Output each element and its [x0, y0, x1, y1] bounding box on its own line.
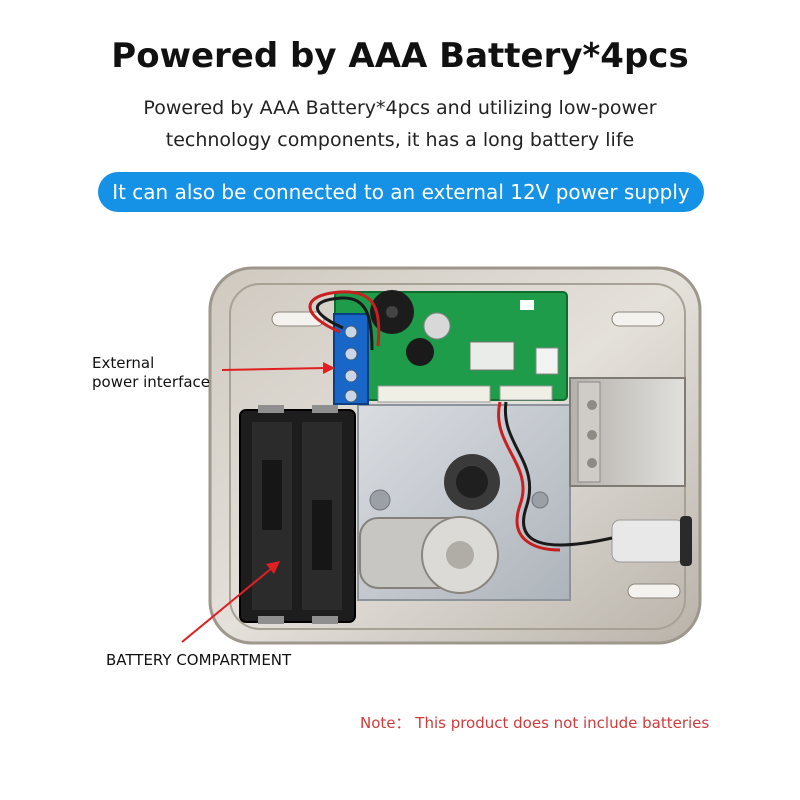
page-title: Powered by AAA Battery*4pcs	[111, 36, 689, 76]
external-power-label-line-1: External	[92, 354, 155, 372]
external-power-arrow	[221, 362, 335, 374]
lock-photo	[181, 266, 702, 645]
batteries-not-included-note: Note： This product does not include batt…	[360, 714, 710, 732]
external-power-label: External power interface	[92, 354, 210, 392]
external-power-label-line-2: power interface	[92, 373, 211, 391]
circuit-board	[334, 290, 568, 403]
wires	[308, 290, 613, 552]
lock-bolt	[569, 377, 686, 487]
description: Powered by AAA Battery*4pcs and utilizin…	[120, 92, 680, 156]
battery-compartment-arrow	[181, 561, 280, 643]
motor	[359, 516, 499, 594]
description-line-1: Powered by AAA Battery*4pcs and utilizin…	[143, 97, 657, 119]
battery-holder	[239, 405, 356, 624]
description-line-2: technology components, it has a long bat…	[165, 129, 635, 151]
terminal-block	[333, 313, 369, 405]
cylinder-connector	[611, 516, 692, 566]
battery-compartment-label: BATTERY COMPARTMENT	[106, 651, 292, 669]
external-power-banner: It can also be connected to an external …	[98, 172, 704, 212]
